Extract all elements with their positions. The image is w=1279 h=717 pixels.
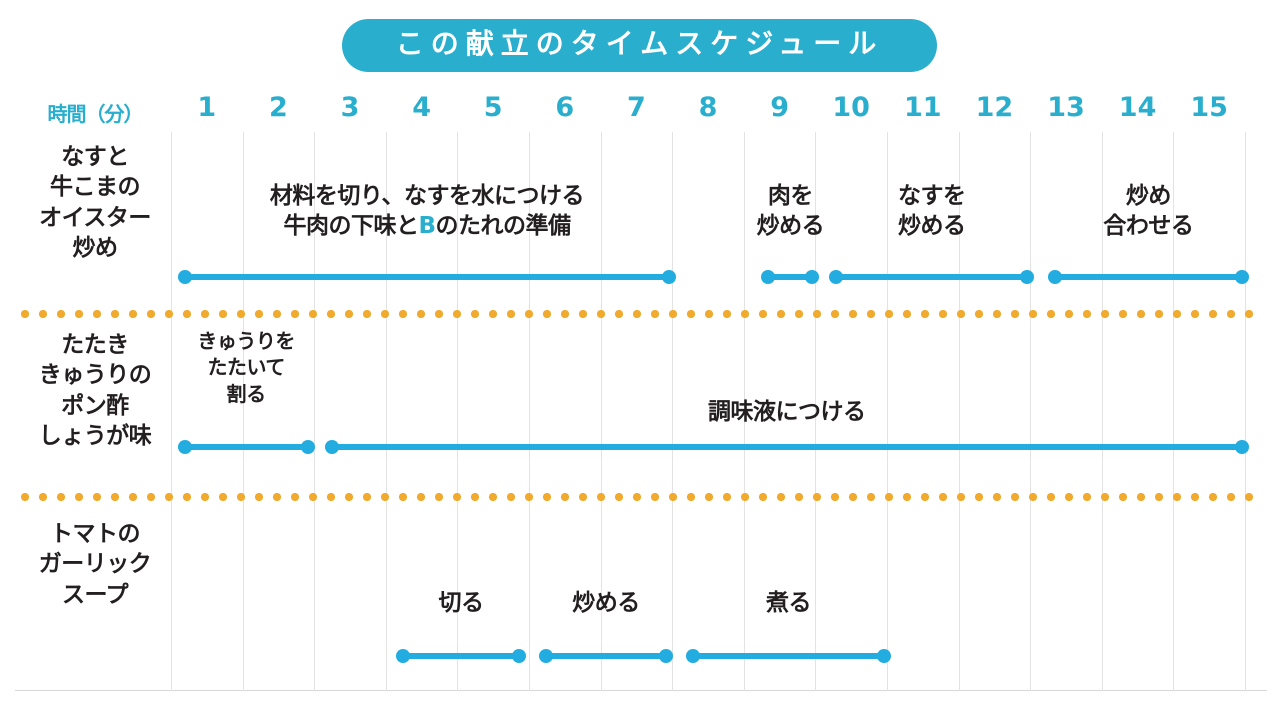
- task-bar[interactable]: [177, 270, 677, 284]
- axis-tick-4: 4: [412, 92, 431, 123]
- task-label: 材料を切り、なすを水につける 牛肉の下味とBのたれの準備: [269, 183, 585, 239]
- timeline-row: トマトの ガーリック スープ 切る 炒める 煮る: [0, 501, 1279, 691]
- timeline-row: たたき きゅうりの ポン酢 しょうが味 きゅうりを たたいて 割る調味液につける: [0, 318, 1279, 493]
- sauce-b-marker: B: [418, 212, 436, 239]
- page-title: この献立のタイムスケジュール: [341, 18, 938, 72]
- task-bar[interactable]: [324, 440, 1250, 454]
- axis-tick-13: 13: [1047, 92, 1085, 123]
- task-label: 肉を 炒める: [756, 183, 825, 239]
- axis-tick-7: 7: [626, 92, 646, 123]
- task-label: 切る: [438, 590, 484, 616]
- task-bar[interactable]: [761, 270, 820, 284]
- task-label: きゅうりを たたいて 割る: [197, 329, 295, 406]
- axis-tick-5: 5: [483, 92, 503, 123]
- task-label: なすを 炒める: [897, 183, 966, 239]
- axis-tick-1: 1: [197, 92, 217, 123]
- task-bar[interactable]: [396, 649, 526, 663]
- axis-tick-10: 10: [832, 92, 870, 123]
- task-bar[interactable]: [539, 649, 673, 663]
- task-label: 調味液につける: [708, 399, 866, 425]
- axis-tick-14: 14: [1118, 92, 1157, 123]
- task-label: 煮る: [766, 590, 812, 616]
- dish-name: トマトの ガーリック スープ: [38, 521, 152, 608]
- task-bar[interactable]: [829, 270, 1035, 284]
- task-label: 炒め 合わせる: [1103, 183, 1194, 239]
- title-bar: この献立のタイムスケジュール: [0, 0, 1279, 90]
- axis-tick-6: 6: [555, 92, 575, 123]
- axis-tick-2: 2: [268, 92, 288, 123]
- dish-name: たたき きゅうりの ポン酢 しょうが味: [38, 332, 152, 450]
- task-bar[interactable]: [177, 440, 315, 454]
- task-label: 炒める: [572, 590, 640, 616]
- timeline-row: なすと 牛こまの オイスター 炒め 材料を切り、なすを水につける 牛肉の下味とB…: [0, 132, 1279, 310]
- axis-label-time: 時間（分）: [47, 102, 144, 126]
- axis-tick-15: 15: [1190, 92, 1228, 123]
- axis-tick-3: 3: [340, 92, 360, 123]
- axis-tick-12: 12: [975, 92, 1014, 123]
- row-separator-1: [16, 310, 1261, 318]
- task-bar[interactable]: [686, 649, 891, 663]
- axis-tick-11: 11: [904, 92, 942, 123]
- task-bar[interactable]: [1047, 270, 1250, 284]
- axis-tick-8: 8: [698, 92, 718, 123]
- dish-name: なすと 牛こまの オイスター 炒め: [39, 144, 151, 262]
- row-separator-2: [16, 493, 1261, 501]
- axis-tick-9: 9: [770, 92, 789, 123]
